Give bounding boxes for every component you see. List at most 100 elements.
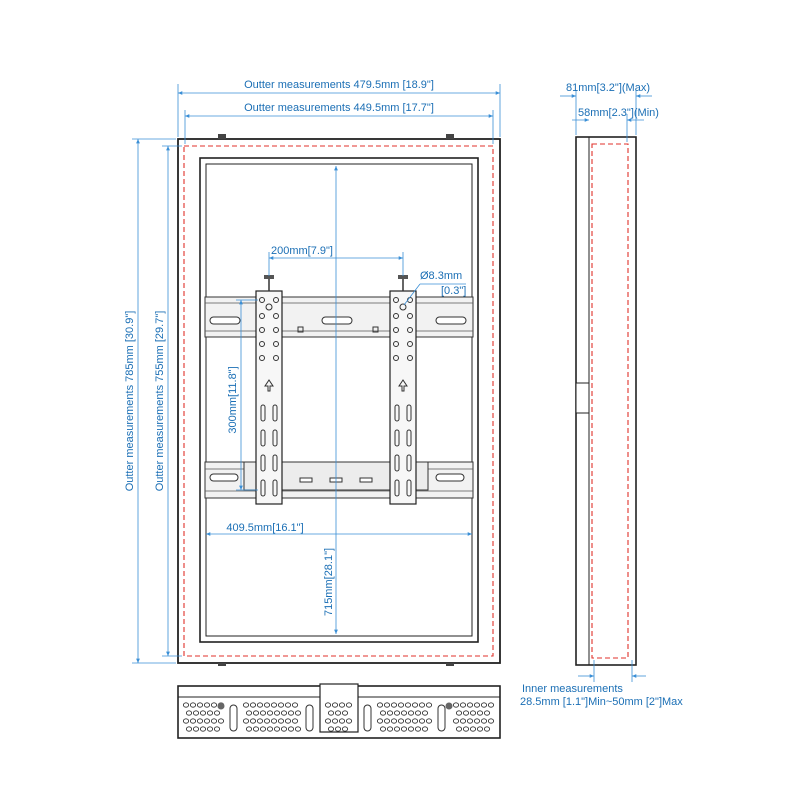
outer-frame <box>177 138 501 664</box>
inner-width-label: 409.5mm[16.1"] <box>226 522 303 534</box>
perforation-hole <box>379 710 387 716</box>
perforation-hole <box>182 702 190 708</box>
perforation-hole <box>390 718 398 724</box>
perforation-hole <box>242 702 250 708</box>
perforation-hole <box>459 702 467 708</box>
perforation-hole <box>462 726 470 732</box>
perforation-hole <box>196 718 204 724</box>
perforation-hole <box>203 718 211 724</box>
perforation-hole <box>294 710 302 716</box>
dimension-lines <box>132 84 501 664</box>
perforation-hole <box>425 718 433 724</box>
perforation-hole <box>404 702 412 708</box>
perforation-hole <box>393 710 401 716</box>
perforation-hole <box>217 718 225 724</box>
perforation-hole <box>291 702 299 708</box>
perforation-hole <box>277 718 285 724</box>
perforation-hole <box>459 718 467 724</box>
perforation-hole <box>338 702 346 708</box>
perforation-hole <box>400 726 408 732</box>
perforation-hole <box>418 702 426 708</box>
perforation-hole <box>376 702 384 708</box>
front-view <box>177 134 501 666</box>
perforation-hole <box>404 718 412 724</box>
perforation-hole <box>476 710 484 716</box>
perforation-hole <box>266 710 274 716</box>
perforation-hole <box>199 726 207 732</box>
perforation-hole <box>334 710 342 716</box>
perforation-hole <box>386 710 394 716</box>
perforation-hole <box>345 718 353 724</box>
perforation-hole <box>277 702 285 708</box>
outer-width-max-label: Outter measurements 479.5mm [18.9"] <box>244 79 434 91</box>
perforation-hole <box>407 710 415 716</box>
perforation-hole <box>341 710 349 716</box>
perforation-hole <box>469 726 477 732</box>
perforation-hole <box>483 726 491 732</box>
hole-diameter-inch-label: [0.3"] <box>441 285 466 297</box>
upper-rail <box>204 296 474 338</box>
perforation-hole <box>245 710 253 716</box>
perforation-hole <box>383 702 391 708</box>
perforation-hole <box>411 718 419 724</box>
perforation-hole <box>390 702 398 708</box>
inner-frame <box>199 157 479 643</box>
perforation-hole <box>386 726 394 732</box>
perforation-hole <box>466 718 474 724</box>
perforation-hole <box>182 718 190 724</box>
vesa-horizontal-label: 200mm[7.9"] <box>271 245 333 257</box>
perforation-hole <box>469 710 477 716</box>
perforation-hole <box>270 702 278 708</box>
depth-max-label: 81mm[3.2"](Max) <box>566 82 650 94</box>
perforation-hole <box>383 718 391 724</box>
side-view <box>560 90 652 682</box>
vesa-vertical-label: 300mm[11.8"] <box>227 366 239 433</box>
perforation-hole <box>400 710 408 716</box>
perforation-hole <box>192 726 200 732</box>
perforation-hole <box>376 718 384 724</box>
perforation-hole <box>421 726 429 732</box>
perforation-hole <box>327 726 335 732</box>
perforation-hole <box>483 710 491 716</box>
perforation-hole <box>345 702 353 708</box>
perforation-hole <box>452 702 460 708</box>
perforation-hole <box>185 726 193 732</box>
perforation-hole <box>418 718 426 724</box>
perforation-hole <box>249 702 257 708</box>
perforation-hole <box>189 702 197 708</box>
perforation-hole <box>249 718 257 724</box>
perforation-hole <box>252 710 260 716</box>
perforation-hole <box>480 718 488 724</box>
outer-height-min-label: Outter measurements 755mm [29.7"] <box>154 311 166 492</box>
perforation-hole <box>245 726 253 732</box>
perforation-hole <box>338 718 346 724</box>
bottom-view <box>177 683 501 739</box>
perforation-hole <box>379 726 387 732</box>
perforation-hole <box>210 702 218 708</box>
perforation-hole <box>203 702 211 708</box>
perforation-hole <box>452 718 460 724</box>
perforation-hole <box>487 718 495 724</box>
inner-measurements-value: 28.5mm [1.1"]Min~50mm [2"]Max <box>520 696 683 708</box>
inner-measurements-title: Inner measurements <box>522 683 623 695</box>
perforation-hole <box>252 726 260 732</box>
perforation-hole <box>455 726 463 732</box>
perforation-hole <box>263 702 271 708</box>
inner-height-label: 715mm[28.1"] <box>323 548 335 616</box>
perforation-hole <box>466 702 474 708</box>
hole-diameter-label: Ø8.3mm <box>420 270 462 282</box>
perforation-hole <box>284 718 292 724</box>
perforation-hole <box>334 726 342 732</box>
perforation-hole <box>324 718 332 724</box>
outer-width-min-label: Outter measurements 449.5mm [17.7"] <box>244 102 434 114</box>
perforation-hole <box>407 726 415 732</box>
perforation-hole <box>331 702 339 708</box>
perforation-hole <box>324 702 332 708</box>
perforation-hole <box>331 718 339 724</box>
perforation-hole <box>411 702 419 708</box>
perforation-hole <box>397 702 405 708</box>
perforation-hole <box>259 710 267 716</box>
perforation-hole <box>192 710 200 716</box>
perforation-hole <box>294 726 302 732</box>
